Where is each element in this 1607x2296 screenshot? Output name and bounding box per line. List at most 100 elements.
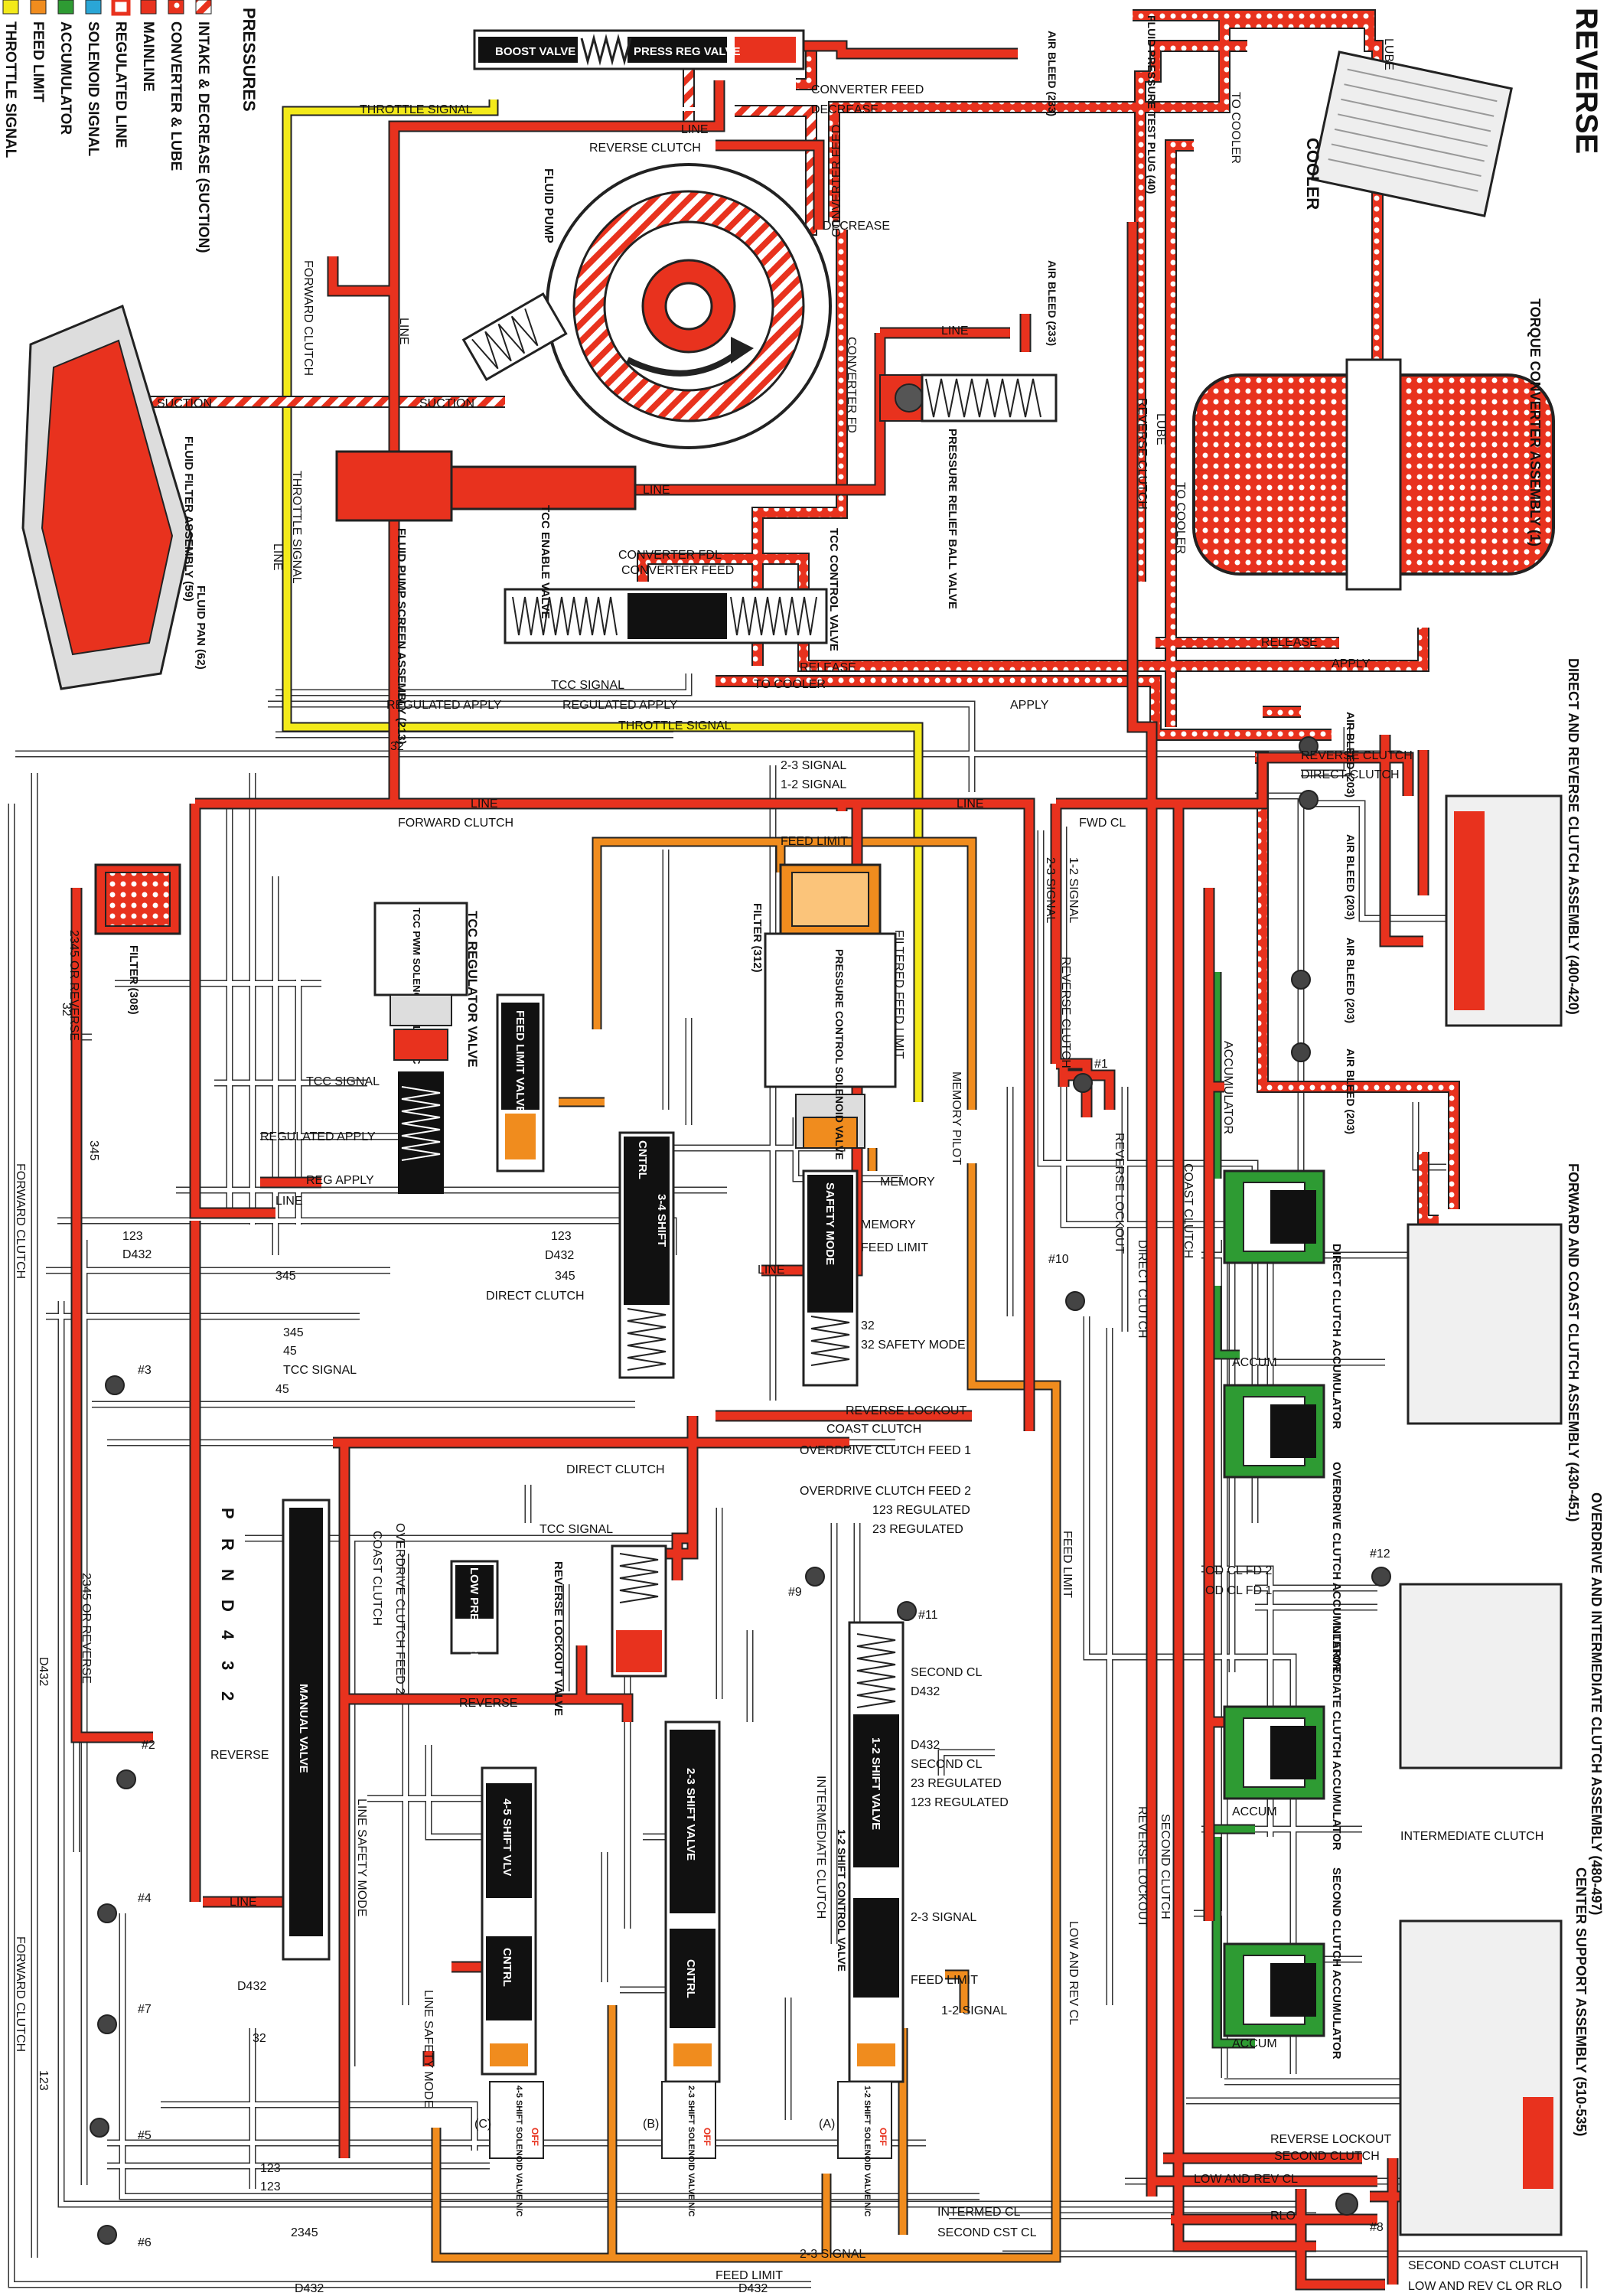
solenoid-a-state: OFF — [878, 2128, 888, 2146]
shift-23-valve-group: 2-3 SHIFT VALVE CNTRL (B) 2-3 SHIFT SOLE… — [643, 1720, 721, 2216]
lbl-coast-clutch-v: COAST CLUTCH — [1182, 1163, 1195, 1258]
legend: PRESSURES THROTTLE SIGNAL FEED LIMIT ACC… — [2, 0, 259, 253]
checkball-7-label: #7 — [138, 2003, 152, 2016]
lbl-32-v: 32 — [60, 1003, 73, 1016]
tcc-enable-valve[interactable] — [627, 593, 673, 639]
lbl-forward-clutch-v2: FORWARD CLUTCH — [14, 1163, 27, 1279]
lbl-reverse-lockout-v2: REVERSE LOCKOUT — [1136, 1806, 1149, 1927]
gear-d[interactable]: D — [218, 1600, 237, 1612]
reverse-lockout-group: REVERSE LOCKOUT VALVE — [552, 1544, 667, 1716]
lbl-23-signal-c: 2-3 SIGNAL — [800, 2248, 865, 2261]
lbl-intermed-cl: INTERMED CL — [937, 2206, 1021, 2219]
low-pressure-valve[interactable] — [455, 1565, 494, 1619]
lbl-reverse-lockout-b: REVERSE LOCKOUT — [1270, 2133, 1391, 2146]
checkball-3: #3 — [105, 1364, 152, 1395]
air-bleed-203-c — [1291, 970, 1311, 990]
lbl-reverse-clutch-v: REVERSE CLUTCH — [1136, 398, 1149, 510]
center-support-assembly: CENTER SUPPORT ASSEMBLY (510-535) — [1399, 1867, 1589, 2236]
shift-34-valve[interactable] — [624, 1137, 670, 1305]
fluid-pan: FLUID PAN (62) FLUID FILTER ASSEMBLY (59… — [21, 304, 207, 690]
overdrive-assy-label: OVERDRIVE AND INTERMEDIATE CLUTCH ASSEMB… — [1589, 1492, 1604, 1915]
relief-valve-label: PRESSURE RELIEF BALL VALVE — [946, 429, 959, 609]
lbl-reverse-clutch-v2: REVERSE CLUTCH — [1059, 957, 1072, 1068]
lbl-feed-limit-mid: FEED LIMIT — [861, 1241, 928, 1254]
press-reg-valve[interactable] — [627, 37, 727, 63]
legend-label-mainline: MAINLINE — [140, 21, 156, 92]
lbl-converter-fdl: CONVERTER FDL — [618, 549, 722, 562]
lbl-accumulator-v: ACCUMULATOR — [1221, 1041, 1234, 1134]
checkball-8: #8 — [1335, 2193, 1384, 2234]
lbl-45-b: 45 — [275, 1383, 289, 1396]
legend-swatch-converter — [168, 0, 184, 15]
checkball-8-label: #8 — [1370, 2221, 1384, 2234]
lbl-23-signal-b: 2-3 SIGNAL — [911, 1911, 976, 1924]
boost-valve[interactable] — [478, 37, 578, 63]
cntrl-45-label: CNTRL — [500, 1948, 513, 1987]
lbl-tcc-signal: TCC SIGNAL — [551, 679, 624, 692]
lbl-345-c: 345 — [555, 1270, 575, 1283]
filter-308-label: FILTER (308) — [127, 945, 140, 1015]
low-pressure-valve-group: LOW PRESSURE — [450, 1560, 499, 1661]
lbl-suction-left: SUCTION — [157, 397, 212, 410]
forward-coast-clutch-assembly: FORWARD AND COAST CLUTCH ASSEMBLY (430-4… — [1407, 1163, 1581, 1521]
gear-2[interactable]: 2 — [218, 1691, 237, 1701]
gear-3[interactable]: 3 — [218, 1661, 237, 1670]
solenoid-c[interactable] — [489, 2081, 544, 2159]
shift-12-valve[interactable] — [853, 1714, 899, 1867]
checkball-6-label: #6 — [138, 2236, 152, 2249]
center-assy-label: CENTER SUPPORT ASSEMBLY (510-535) — [1573, 1867, 1589, 2136]
manual-valve[interactable] — [289, 1508, 323, 1936]
feed-limit-valve[interactable] — [501, 1003, 539, 1110]
lbl-decrease-mid: DECREASE — [823, 220, 890, 233]
air-bleed-203-d — [1291, 1042, 1311, 1062]
lbl-decrease-top: DECREASE — [811, 103, 878, 116]
shift-23-valve[interactable] — [670, 1730, 715, 1913]
checkball-2-label: #2 — [142, 1739, 155, 1752]
int-accum-label: INTERMEDIATE CLUTCH ACCUMULATOR — [1330, 1623, 1343, 1851]
lbl-32-c: 32 — [253, 2032, 266, 2045]
lbl-second-cl: SECOND CL — [911, 1666, 982, 1679]
gear-n[interactable]: N — [218, 1569, 237, 1581]
gear-4[interactable]: 4 — [218, 1630, 237, 1640]
legend-label-feed: FEED LIMIT — [30, 21, 46, 103]
reverse-lockout-label: REVERSE LOCKOUT VALVE — [552, 1561, 565, 1716]
legend-label-accum: ACCUMULATOR — [57, 21, 73, 135]
safety-mode-valve[interactable] — [807, 1175, 853, 1313]
lbl-memory-b: MEMORY — [861, 1218, 916, 1231]
shift-45-valve[interactable] — [486, 1783, 532, 1898]
direct-reverse-clutch-assembly: DIRECT AND REVERSE CLUTCH ASSEMBLY (400-… — [1445, 658, 1581, 1027]
lbl-345-b: 345 — [283, 1326, 304, 1339]
lbl-feed-limit-top: FEED LIMIT — [781, 835, 848, 848]
fluid-pump: FLUID PUMP — [461, 163, 832, 449]
lbl-line-screen: LINE — [643, 484, 670, 497]
lbl-d432-b: D432 — [545, 1249, 574, 1262]
solenoid-c-state: OFF — [530, 2128, 540, 2146]
lbl-d432-d: D432 — [911, 1739, 940, 1752]
lbl-d432-bottom: D432 — [295, 2282, 324, 2295]
air-bleed-203-label-a: AIR BLEED (203) — [1345, 712, 1357, 797]
gear-r[interactable]: R — [218, 1538, 237, 1551]
lbl-feed-limit-b: FEED LIMIT — [911, 1974, 978, 1987]
lbl-d432-c: D432 — [911, 1685, 940, 1698]
shift-12-control-valve[interactable] — [853, 1898, 899, 1998]
lbl-23-regulated: 23 REGULATED — [872, 1523, 963, 1536]
second-clutch-accumulator: SECOND CLUTCH ACCUMULATOR — [1223, 1867, 1343, 2060]
shift12ctrl-label: 1-2 SHIFT CONTROL VALVE — [836, 1829, 848, 1971]
press-reg-label: PRESS REG VALVE — [634, 45, 740, 58]
solenoid-a[interactable] — [837, 2081, 892, 2159]
lbl-feed-limit-v: FEED LIMIT — [1061, 1531, 1074, 1598]
solenoid-b[interactable] — [661, 2081, 716, 2159]
lbl-converter-fd-v: CONVERTER FD — [845, 337, 858, 433]
fluid-pump-label: FLUID PUMP — [542, 168, 555, 243]
lbl-second-cst: SECOND CST CL — [937, 2226, 1037, 2239]
pressure-regulator-assembly: BOOST VALVE PRESS REG VALVE — [473, 29, 805, 70]
tcc-control-valve[interactable] — [673, 593, 727, 639]
forward-assy-label: FORWARD AND COAST CLUTCH ASSEMBLY (430-4… — [1566, 1163, 1581, 1521]
overdrive-clutch-accumulator: OVERDRIVE CLUTCH ACCUMULATOR — [1223, 1384, 1343, 1672]
cntrl-23-label: CNTRL — [684, 1959, 697, 1998]
legend-label-solenoid: SOLENOID SIGNAL — [85, 21, 101, 157]
checkball-1: #1 — [1073, 1058, 1108, 1093]
gear-p[interactable]: P — [218, 1508, 237, 1519]
air-bleed-203-a — [1299, 736, 1319, 756]
